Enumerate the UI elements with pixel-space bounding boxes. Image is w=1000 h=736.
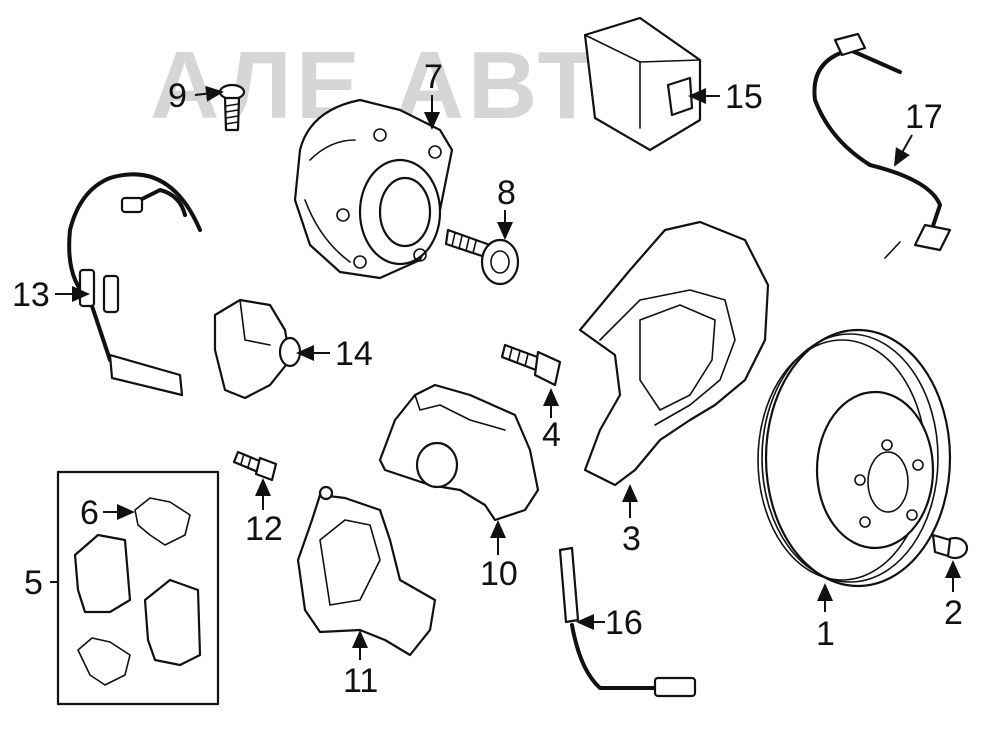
- callout-label: 15: [725, 78, 763, 116]
- caliper-carrier-part: [378, 383, 540, 522]
- callout-label: 4: [542, 416, 561, 454]
- callout-label: 1: [816, 615, 835, 653]
- dust-shield-part: [578, 220, 770, 487]
- speed-sensor-17-part: [812, 32, 952, 259]
- bolt-9-part: [218, 83, 246, 132]
- callout-label: 12: [245, 510, 283, 548]
- bolt-12-part: [232, 450, 278, 482]
- callout-label: 10: [480, 555, 518, 593]
- wear-sensor-13-part: [67, 172, 202, 397]
- brake-disc-part: [757, 328, 952, 588]
- callout-label: 7: [424, 58, 443, 96]
- brake-pad-kit-box: [56, 470, 220, 706]
- wheel-stud-part: [444, 228, 520, 286]
- callout-label: 16: [605, 604, 643, 642]
- callout-label: 2: [944, 594, 963, 632]
- callout-label: 5: [24, 564, 43, 602]
- callout-label: 17: [905, 98, 943, 136]
- callout-label: 8: [497, 174, 516, 212]
- control-module-part: [583, 16, 702, 152]
- caliper-part: [296, 485, 437, 657]
- callout-label: 6: [80, 494, 99, 532]
- callout-label: 3: [622, 520, 641, 558]
- brake-piston-housing-part: [213, 298, 302, 400]
- wear-sensor-16-part: [558, 546, 697, 698]
- callout-label: 9: [168, 77, 187, 115]
- bolt-4-part: [500, 343, 562, 387]
- bolt-2-part: [931, 533, 969, 560]
- wheel-hub-part: [293, 98, 454, 280]
- leader-lines: [50, 85, 961, 660]
- callout-label: 14: [335, 335, 373, 373]
- callout-label: 11: [343, 662, 378, 700]
- callout-label: 13: [12, 276, 50, 314]
